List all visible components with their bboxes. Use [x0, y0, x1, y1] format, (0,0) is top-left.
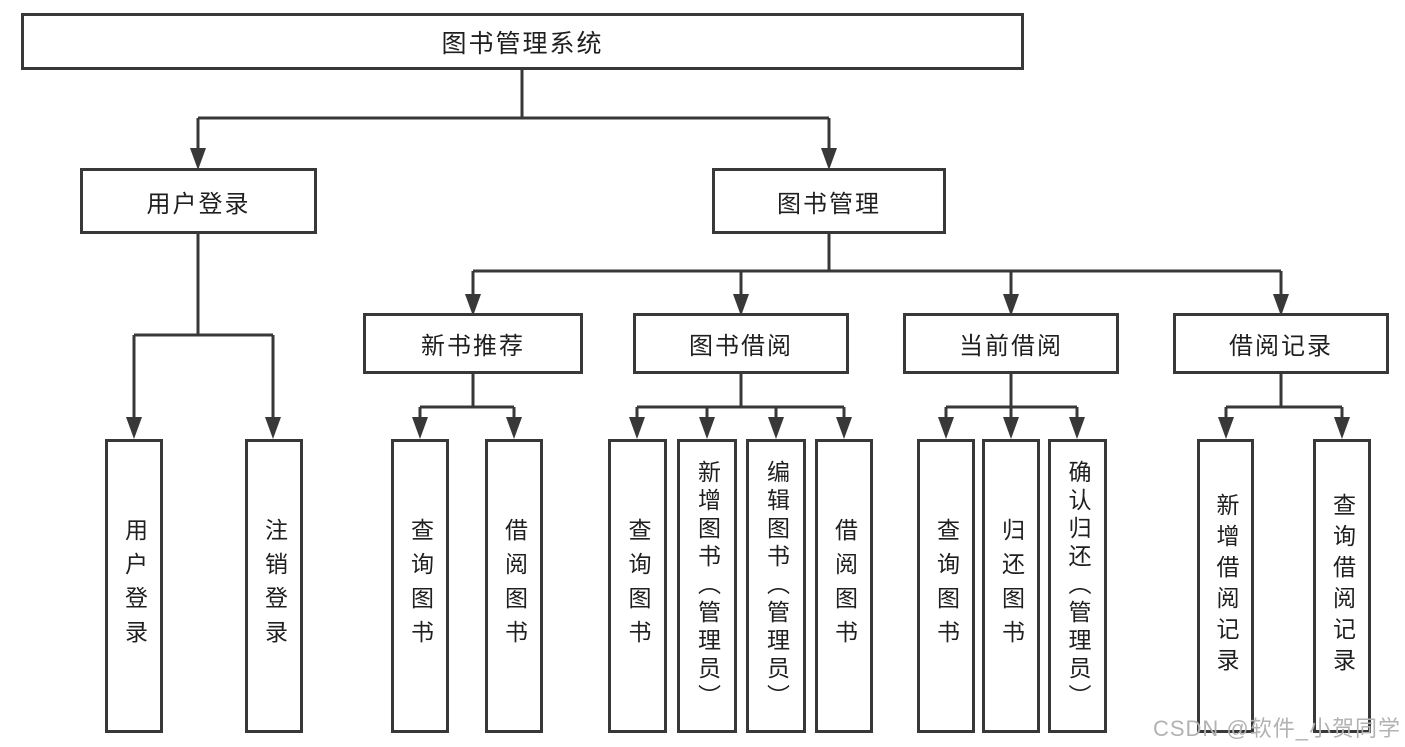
node-current-borrow-label: 当前借阅: [959, 333, 1063, 360]
leaf-rec-query-book: 查询图书: [391, 439, 449, 733]
leaf-bb-edit-book: 编辑图书（管理员）: [746, 439, 806, 733]
leaf-bb-query-book-label: 查询图书: [625, 518, 651, 654]
leaf-cb-return-book-label: 归还图书: [998, 518, 1025, 654]
leaf-user-login: 用户登录: [105, 439, 163, 733]
leaf-cb-return-book: 归还图书: [982, 439, 1040, 733]
node-new-book-recommend-label: 新书推荐: [421, 333, 525, 360]
node-root: 图书管理系统: [21, 13, 1024, 70]
leaf-br-add-record: 新增借阅记录: [1197, 439, 1254, 733]
node-book-management: 图书管理: [712, 168, 946, 234]
leaf-cb-confirm-return-label: 确认归还（管理员）: [1065, 460, 1091, 712]
leaf-br-query-record: 查询借阅记录: [1313, 439, 1371, 733]
leaf-rec-borrow-book: 借阅图书: [485, 439, 543, 733]
leaf-bb-add-book: 新增图书（管理员）: [677, 439, 737, 733]
leaf-bb-edit-book-label: 编辑图书（管理员）: [763, 460, 790, 712]
node-borrow-record: 借阅记录: [1173, 313, 1389, 374]
leaf-rec-query-book-label: 查询图书: [407, 518, 434, 654]
node-book-borrow: 图书借阅: [633, 313, 849, 374]
node-book-management-label: 图书管理: [777, 190, 881, 218]
leaf-bb-add-book-label: 新增图书（管理员）: [694, 460, 721, 712]
node-borrow-record-label: 借阅记录: [1229, 333, 1333, 360]
leaf-bb-borrow-book-label: 借阅图书: [831, 518, 858, 654]
leaf-bb-query-book: 查询图书: [608, 439, 667, 733]
leaf-logout: 注销登录: [245, 439, 303, 733]
node-user-login-label: 用户登录: [146, 190, 251, 218]
leaf-cb-query-book-label: 查询图书: [933, 518, 960, 654]
node-current-borrow: 当前借阅: [903, 313, 1119, 374]
leaf-rec-borrow-book-label: 借阅图书: [501, 518, 528, 654]
leaf-cb-query-book: 查询图书: [917, 439, 975, 733]
leaf-br-query-record-label: 查询借阅记录: [1329, 493, 1356, 679]
node-user-login: 用户登录: [80, 168, 317, 234]
leaf-cb-confirm-return: 确认归还（管理员）: [1048, 439, 1107, 733]
node-root-label: 图书管理系统: [441, 29, 604, 58]
leaf-br-add-record-label: 新增借阅记录: [1213, 493, 1239, 679]
node-new-book-recommend: 新书推荐: [363, 313, 583, 374]
leaf-logout-label: 注销登录: [261, 518, 288, 654]
leaf-user-login-label: 用户登录: [121, 518, 148, 654]
csdn-watermark: CSDN @软件_小贺同学: [1152, 716, 1401, 741]
leaf-bb-borrow-book: 借阅图书: [815, 439, 873, 733]
node-book-borrow-label: 图书借阅: [689, 333, 793, 360]
